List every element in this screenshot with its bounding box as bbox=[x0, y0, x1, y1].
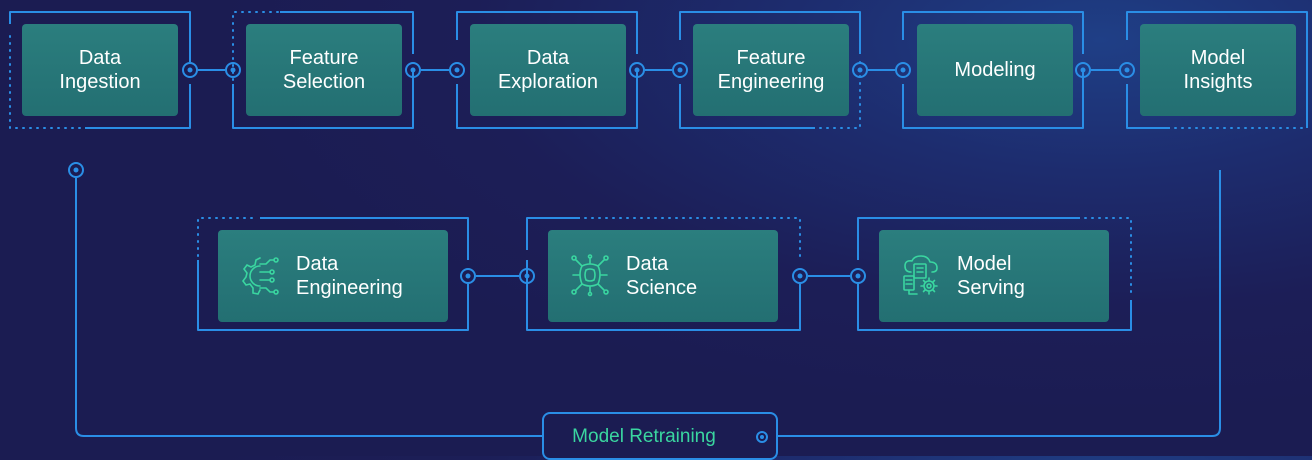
domain-label-line2: Science bbox=[626, 277, 698, 299]
chip-network-icon bbox=[571, 254, 609, 297]
step-label-line1: Feature bbox=[289, 47, 359, 69]
connector-dot-icon bbox=[756, 431, 768, 443]
frame-model-insights bbox=[1126, 11, 1308, 129]
domain-label-line1: Data bbox=[296, 253, 339, 275]
step-label-line1: Feature bbox=[736, 47, 806, 69]
domain-label-line1: Model bbox=[957, 253, 1012, 275]
step-modeling: Modeling bbox=[917, 24, 1073, 116]
step-label-line1: Modeling bbox=[954, 59, 1036, 81]
frame-data-science bbox=[526, 217, 801, 331]
step-label-line1: Data bbox=[526, 47, 570, 69]
frame-data-ingestion bbox=[9, 11, 191, 129]
domain-label-line2: Engineering bbox=[296, 277, 403, 299]
frame-data-engineering bbox=[197, 217, 469, 331]
step-label-line2: Engineering bbox=[717, 71, 825, 93]
retraining-loop bbox=[75, 170, 1221, 437]
frame-data-exploration bbox=[456, 11, 638, 129]
cloud-server-gear-icon bbox=[903, 255, 938, 295]
model-retraining-label: Model Retraining bbox=[572, 426, 716, 447]
step-label-line1: Model bbox=[1190, 47, 1246, 69]
step-label-line2: Insights bbox=[1183, 71, 1253, 93]
frame-feature-selection bbox=[232, 11, 414, 129]
step-label-line2: Exploration bbox=[497, 71, 599, 93]
model-retraining-box: Model Retraining bbox=[542, 412, 778, 460]
step-label-line2: Selection bbox=[282, 71, 366, 93]
domain-label-line2: Serving bbox=[957, 277, 1025, 299]
step-label-line2: Ingestion bbox=[59, 71, 141, 93]
gear-circuit-icon bbox=[242, 257, 279, 295]
domain-label-line1: Data bbox=[626, 253, 669, 275]
frame-feature-engineering bbox=[679, 11, 861, 129]
frame-model-serving bbox=[857, 217, 1132, 331]
step-label-line1: Data bbox=[78, 47, 122, 69]
